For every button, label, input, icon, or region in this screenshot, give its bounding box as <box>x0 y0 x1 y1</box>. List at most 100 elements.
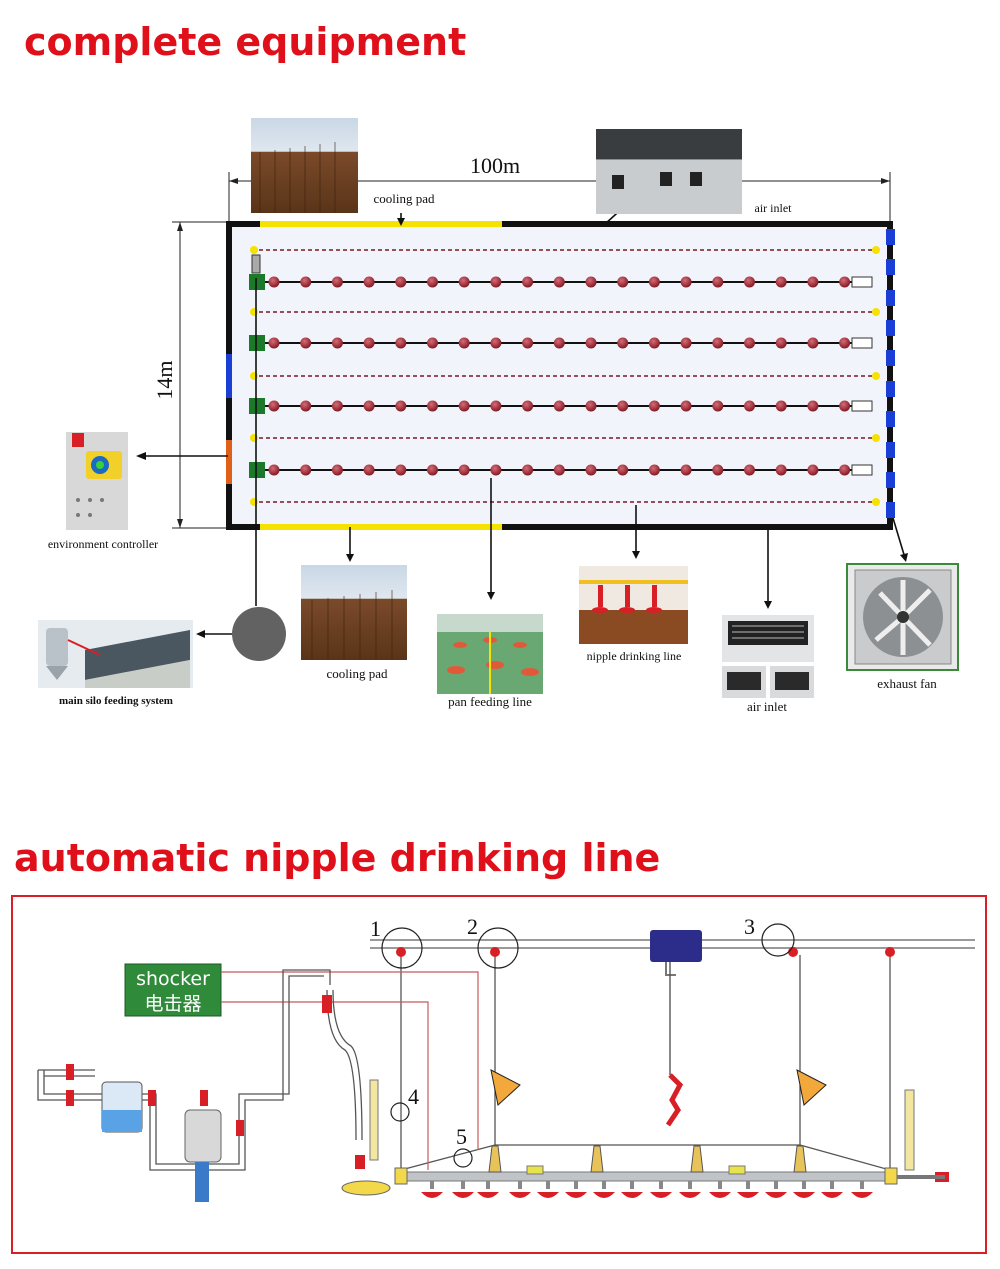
exhaust-fan-unit <box>886 411 895 427</box>
winch-crank-handle <box>665 1073 684 1127</box>
feeder-pan <box>680 276 692 288</box>
feeder-pan <box>395 464 407 476</box>
exhaust-fan-column <box>886 229 895 518</box>
nipple <box>518 1181 522 1189</box>
hanger-fitting <box>488 1145 502 1173</box>
feeder-pan <box>490 337 502 349</box>
shocker-wires <box>221 971 479 1170</box>
feeder-pan <box>744 464 755 476</box>
width-label: 14m <box>152 360 177 399</box>
pressure-regulator <box>341 1180 391 1196</box>
feed-line-motor <box>851 276 873 288</box>
feeder-pan <box>427 337 438 349</box>
cooling-pad-photo-bottom <box>301 565 407 660</box>
feeder-pan <box>839 276 851 288</box>
drinking-line-end <box>872 434 880 442</box>
feeder-pan <box>585 276 597 288</box>
nipple <box>486 1181 490 1189</box>
exhaust-fan-unit <box>886 229 895 245</box>
feeder-pan <box>490 464 502 476</box>
feeder-pan <box>331 337 343 349</box>
medicator-tube <box>195 1162 209 1202</box>
callout-numbers: 1 2 3 4 5 <box>370 914 755 1149</box>
water-line-pipe <box>399 1171 891 1182</box>
hanger-fitting <box>690 1145 704 1173</box>
feed-hopper-circle <box>232 607 286 661</box>
drinker-cup <box>593 1192 615 1198</box>
nipple <box>774 1181 778 1189</box>
drinker-cup <box>851 1192 873 1198</box>
nipple <box>461 1181 465 1189</box>
house-outline <box>226 221 893 530</box>
feeder-pan <box>300 337 312 349</box>
exhaust-fan-photo <box>846 563 959 671</box>
nipple <box>630 1181 634 1189</box>
callout-4: 4 <box>408 1084 419 1109</box>
feeder-pan <box>331 400 343 412</box>
drinker-cup <box>509 1192 531 1198</box>
feeder-pan <box>712 464 724 476</box>
nipple <box>546 1181 550 1189</box>
feeding-and-drinking-lines <box>249 246 880 506</box>
feeder-pan <box>300 276 312 288</box>
exhaust-fan-unit <box>886 320 895 336</box>
drinker-cup <box>421 1192 443 1198</box>
callout-circles <box>381 923 795 1168</box>
feeder-pan <box>300 464 312 476</box>
exhaust-fan-unit <box>886 350 895 366</box>
feeder-pan <box>712 400 724 412</box>
feeder-pan <box>775 464 787 476</box>
feeder-pan <box>648 464 660 476</box>
feed-hopper <box>249 335 265 351</box>
drinker-cup <box>821 1192 843 1198</box>
feeder-pan <box>553 400 565 412</box>
nipple-line-label: nipple drinking line <box>587 649 682 663</box>
pan-feeding-label: pan feeding line <box>448 694 532 709</box>
shocker-box <box>124 963 222 1017</box>
exhaust-fan-unit <box>886 381 895 397</box>
standpipe-left <box>369 1079 379 1161</box>
feeder-pan <box>617 464 629 476</box>
shocker-label-cn: 电击器 <box>144 993 201 1015</box>
feeder-pan <box>585 464 597 476</box>
feeder-pan <box>617 400 629 412</box>
callout-5: 5 <box>456 1124 467 1149</box>
feeder-pan <box>807 464 819 476</box>
feeder-pan <box>427 464 438 476</box>
nipple-drinkers <box>421 1181 873 1198</box>
exhaust-fan-unit <box>886 290 895 306</box>
drinker-cup <box>793 1192 815 1198</box>
drinker-cup <box>650 1192 672 1198</box>
feed-hopper <box>249 398 265 414</box>
drinker-cup <box>565 1192 587 1198</box>
feeder-pan <box>363 276 375 288</box>
shocker-label-en: shocker <box>136 968 210 990</box>
feeder-pan <box>458 337 470 349</box>
water-pipe-network <box>37 969 363 1171</box>
feeder-pan <box>839 464 851 476</box>
pulleys <box>396 947 895 957</box>
feeder-pan <box>648 400 660 412</box>
length-label: 100m <box>470 153 520 178</box>
feed-line-motor <box>851 337 873 349</box>
feeder-pan <box>363 337 375 349</box>
feeder-pan <box>712 276 724 288</box>
drinker-cup <box>679 1192 701 1198</box>
callout-1: 1 <box>370 916 381 941</box>
drinking-line-end <box>250 246 258 254</box>
medicator <box>184 1109 222 1163</box>
feeder-pan <box>775 276 787 288</box>
drinker-cup <box>765 1192 787 1198</box>
nipple <box>574 1181 578 1189</box>
section-title-complete-equipment: complete equipment <box>24 20 467 64</box>
feeder-pan <box>648 276 660 288</box>
feeder-pan <box>617 276 629 288</box>
feeder-pan <box>775 337 787 349</box>
feeder-pan <box>585 400 597 412</box>
feeder-pan <box>490 400 502 412</box>
feeder-pan <box>744 400 755 412</box>
pan-feeding-photo <box>437 614 543 694</box>
width-dimension: 14m <box>152 221 229 529</box>
feeder-pan <box>522 464 534 476</box>
environment-controller-label: environment controller <box>48 537 158 551</box>
